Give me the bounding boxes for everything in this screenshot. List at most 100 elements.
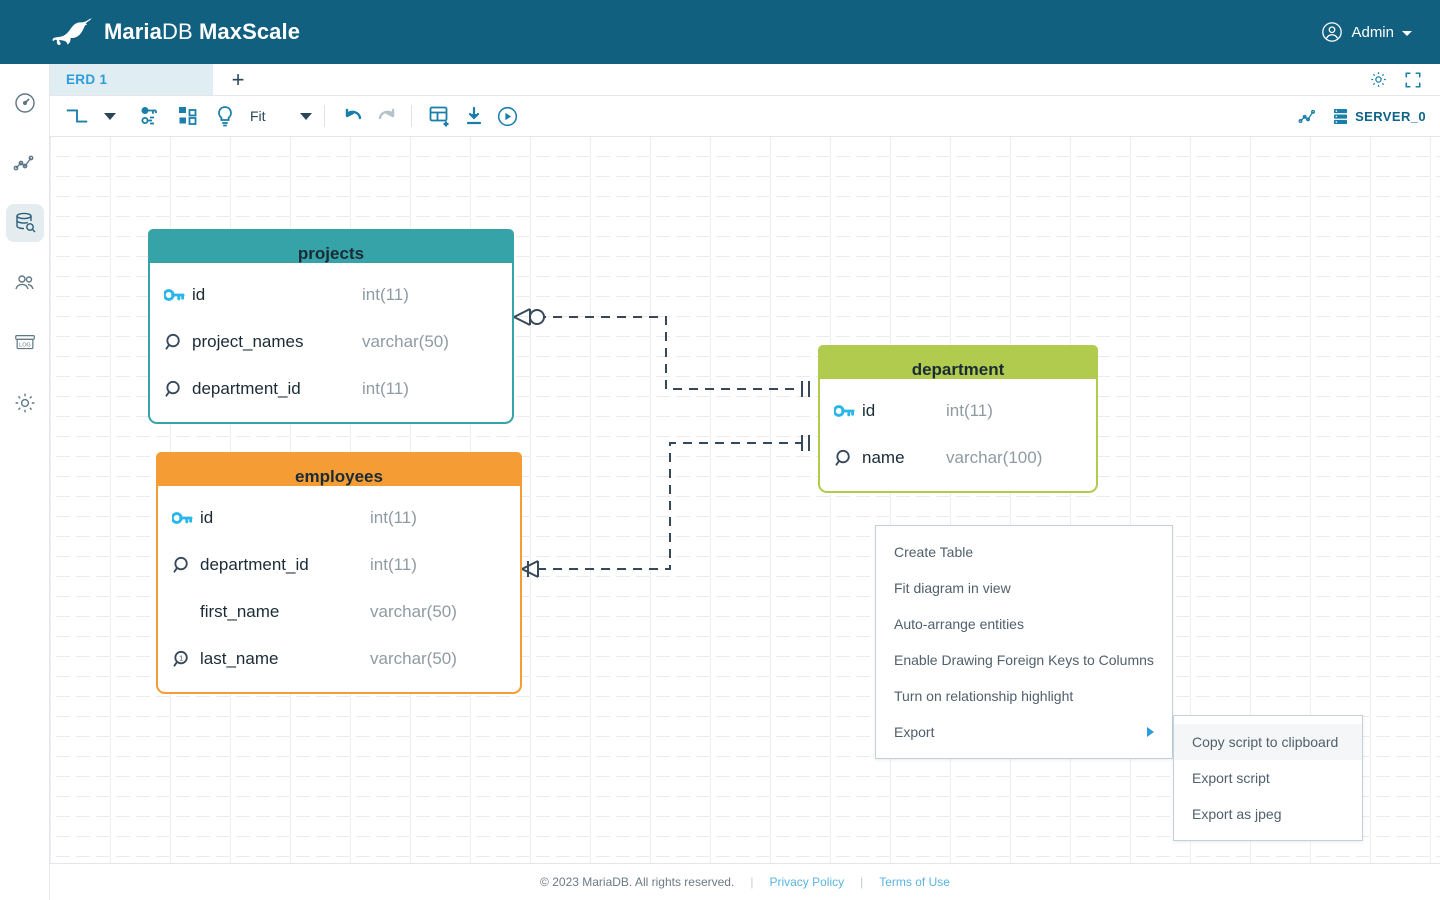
crowfoot-employees-side [521,560,539,578]
undo-button[interactable] [341,105,365,127]
tab-bar: ERD 1 + [50,64,1440,96]
menu-label: Export [894,724,935,740]
submenu-item-export-jpeg[interactable]: Export as jpeg [1174,796,1362,832]
context-menu-item-export[interactable]: Export [876,714,1172,750]
erd-canvas[interactable]: projects id int(11) project_names varcha… [50,137,1440,863]
export-submenu[interactable]: Copy script to clipboard Export script E… [1173,715,1363,841]
brand: MariaDB MaxScale [50,15,300,49]
tab-label: ERD 1 [66,72,108,87]
svg-text:LOG: LOG [19,342,31,348]
entity-column-row[interactable]: id int(11) [820,387,1096,434]
zoom-level-label: Fit [250,108,266,124]
link-shape-button[interactable] [64,105,90,127]
entity-department[interactable]: department id int(11) name varchar(100) [818,345,1098,493]
tab-erd-1[interactable]: ERD 1 [50,64,213,95]
entity-header [148,229,514,263]
brand-db: DB [161,19,193,44]
privacy-policy-link[interactable]: Privacy Policy [769,875,845,889]
menu-label: Export script [1192,770,1270,786]
index-key-icon [172,555,200,575]
sidebar-item-users[interactable] [6,264,44,302]
svg-text:1: 1 [179,653,183,662]
menu-label: Copy script to clipboard [1192,734,1339,750]
entity-header [818,345,1098,379]
canvas-context-menu[interactable]: Create Table Fit diagram in view Auto-ar… [875,525,1173,759]
column-type: varchar(50) [370,648,457,668]
one-notation-department-bottom [801,435,810,451]
tab-bar-actions [1369,64,1440,95]
submenu-item-copy-script[interactable]: Copy script to clipboard [1174,724,1362,760]
server-name: SERVER_0 [1355,108,1426,124]
index-key-icon [164,332,192,352]
entity-column-row[interactable]: 1 last_name varchar(50) [158,635,520,682]
menu-label: Auto-arrange entities [894,616,1024,632]
entity-column-row[interactable]: department_id int(11) [158,541,520,588]
zoom-chevron-down-icon[interactable] [299,112,312,120]
play-circle-icon [497,106,517,126]
entity-employees[interactable]: employees id int(11) department_id int(1… [156,452,522,694]
entity-column-row[interactable]: id int(11) [158,494,520,541]
context-menu-item-fit-diagram[interactable]: Fit diagram in view [876,570,1172,606]
settings-gear-icon[interactable] [1369,70,1388,89]
database-search-icon [15,212,35,233]
context-menu-item-relationship-highlight[interactable]: Turn on relationship highlight [876,678,1172,714]
create-table-button[interactable] [428,104,452,128]
line-chart-icon[interactable] [1297,106,1319,126]
apply-script-button[interactable] [496,105,519,128]
link-shape-chevron-down-icon[interactable] [104,112,116,120]
redo-arrow-icon [378,108,394,120]
index-key-icon [834,448,862,468]
app-header: MariaDB MaxScale Admin [0,0,1440,64]
submenu-item-export-script[interactable]: Export script [1174,760,1362,796]
add-table-icon [429,106,449,127]
seal-logo-icon [52,18,93,45]
column-type: varchar(100) [946,447,1043,467]
menu-label: Enable Drawing Foreign Keys to Columns [894,652,1154,668]
context-menu-item-create-table[interactable]: Create Table [876,534,1172,570]
foreign-key-button[interactable] [138,104,162,128]
toolbar-right-actions: SERVER_0 [1297,106,1426,126]
entity-column-row[interactable]: project_names varchar(50) [150,318,512,365]
sidebar-item-query-editor[interactable] [5,204,44,242]
sidebar-item-settings[interactable] [6,384,44,422]
lightbulb-icon [218,106,232,127]
undo-arrow-icon [345,108,361,120]
context-menu-item-auto-arrange[interactable]: Auto-arrange entities [876,606,1172,642]
relationship-layer [513,308,810,578]
relationship-highlight-button[interactable] [214,104,236,128]
column-name: id [200,507,214,527]
add-tab-button[interactable]: + [213,64,263,95]
export-button[interactable] [464,105,484,127]
column-name: name [862,447,905,467]
context-menu-item-enable-drawing-fk[interactable]: Enable Drawing Foreign Keys to Columns [876,642,1172,678]
sidebar-item-visualization[interactable] [6,144,44,182]
toolbar-divider-1 [323,105,325,127]
relationship-projects-department [537,316,802,390]
download-icon [466,106,481,125]
menu-label: Create Table [894,544,974,560]
user-menu-button[interactable]: Admin [1321,21,1412,43]
redo-button[interactable] [375,105,399,127]
entity-projects[interactable]: projects id int(11) project_names varcha… [148,229,514,424]
terms-of-use-link[interactable]: Terms of Use [879,875,950,889]
column-name: department_id [200,554,309,574]
entity-columns: id int(11) project_names varchar(50) dep… [150,263,512,422]
entity-column-row[interactable]: first_name varchar(50) [158,588,520,635]
sidebar-item-dashboard[interactable] [6,84,44,122]
fullscreen-expand-icon[interactable] [1404,71,1422,89]
index-key-icon [164,379,192,399]
menu-label: Fit diagram in view [894,580,1011,596]
column-type: int(11) [370,554,417,574]
entity-column-row[interactable]: department_id int(11) [150,365,512,412]
entity-column-row[interactable]: id int(11) [150,271,512,318]
auto-arrange-button[interactable] [176,104,200,128]
user-label: Admin [1351,23,1394,41]
sidebar-item-logs[interactable]: LOG [6,324,44,362]
dashboard-gauge-icon [14,93,35,113]
column-name: project_names [192,331,304,351]
toolbar-divider-2 [410,105,412,127]
server-selector[interactable]: SERVER_0 [1333,108,1426,125]
entity-column-row[interactable]: name varchar(100) [820,434,1096,481]
entity-title: projects [297,244,365,263]
erd-toolbar: Fit [50,96,1440,137]
